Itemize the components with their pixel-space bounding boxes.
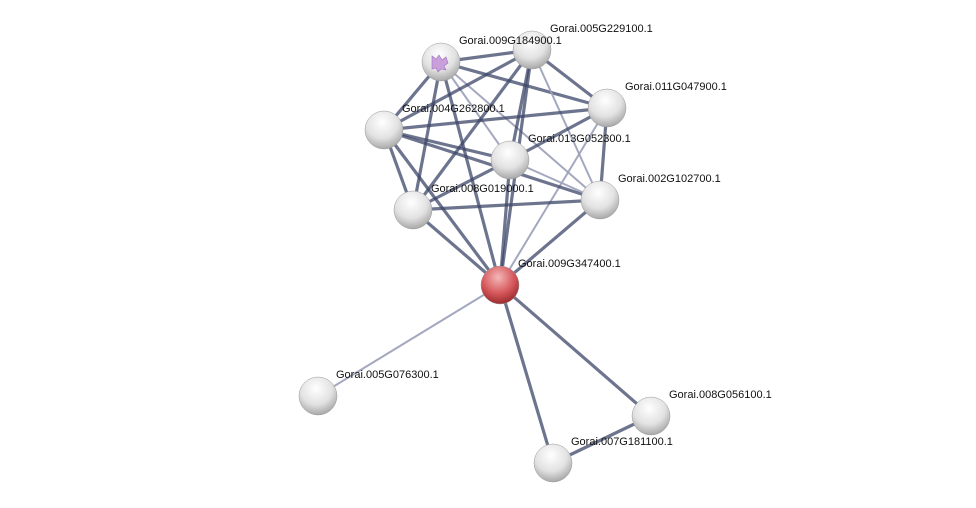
node-circle[interactable] — [512, 30, 552, 70]
edge-n6-n8[interactable] — [498, 198, 602, 287]
node-label: Gorai.009G184900.1 — [459, 35, 562, 47]
node-circle[interactable] — [393, 190, 433, 230]
edge-n8-n11[interactable] — [498, 284, 555, 464]
node-circle[interactable] — [364, 110, 404, 150]
edge-n2-n7[interactable] — [411, 49, 534, 211]
node-circle[interactable] — [587, 88, 627, 128]
edge-n1-n7[interactable] — [411, 61, 443, 211]
edge-n4-n5[interactable] — [383, 128, 511, 162]
node-circle[interactable] — [298, 376, 338, 416]
node-Gorai.008G019000.1[interactable] — [393, 190, 433, 230]
node-circle[interactable] — [480, 265, 520, 305]
node-label: Gorai.005G076300.1 — [336, 369, 439, 381]
node-circle[interactable] — [631, 396, 671, 436]
node-label: Gorai.002G102700.1 — [618, 173, 721, 185]
node-Gorai.009G184900.1[interactable] — [421, 42, 461, 82]
edge-n8-n10[interactable] — [498, 283, 653, 418]
edge-n5-n8[interactable] — [498, 159, 512, 286]
edge-n1-n5[interactable] — [440, 61, 511, 161]
node-Gorai.002G102700.1[interactable] — [580, 180, 620, 220]
edge-n3-n4[interactable] — [383, 106, 608, 132]
edge-n6-n7[interactable] — [412, 198, 601, 212]
node-Gorai.013G052300.1[interactable] — [490, 140, 530, 180]
nodes-layer — [298, 30, 671, 483]
protein-structure-icon — [431, 54, 449, 73]
node-label: Gorai.007G181100.1 — [571, 436, 673, 448]
node-label: Gorai.008G019000.1 — [431, 183, 534, 195]
node-label: Gorai.011G047900.1 — [625, 81, 727, 93]
node-label: Gorai.008G056100.1 — [669, 389, 772, 401]
node-Gorai.008G056100.1[interactable] — [631, 396, 671, 436]
labels-layer: Gorai.009G184900.1Gorai.005G229100.1Gora… — [336, 23, 772, 448]
node-circle[interactable] — [533, 443, 573, 483]
node-circle[interactable] — [580, 180, 620, 220]
node-circle[interactable] — [490, 140, 530, 180]
node-Gorai.004G262800.1[interactable] — [364, 110, 404, 150]
edge-n2-n6[interactable] — [531, 49, 601, 201]
node-Gorai.011G047900.1[interactable] — [587, 88, 627, 128]
edge-n3-n8[interactable] — [499, 107, 608, 286]
edge-n1-n8[interactable] — [439, 61, 502, 286]
node-label: Gorai.009G347400.1 — [518, 258, 621, 270]
node-Gorai.009G347400.1[interactable] — [480, 265, 520, 305]
node-label: Gorai.005G229100.1 — [550, 23, 653, 35]
node-label: Gorai.013G052300.1 — [528, 133, 631, 145]
edge-n8-n9[interactable] — [317, 284, 501, 397]
node-label: Gorai.004G262800.1 — [402, 103, 505, 115]
edge-n2-n4[interactable] — [383, 48, 533, 132]
node-Gorai.005G076300.1[interactable] — [298, 376, 338, 416]
node-Gorai.007G181100.1[interactable] — [533, 443, 573, 483]
node-Gorai.005G229100.1[interactable] — [512, 30, 552, 70]
